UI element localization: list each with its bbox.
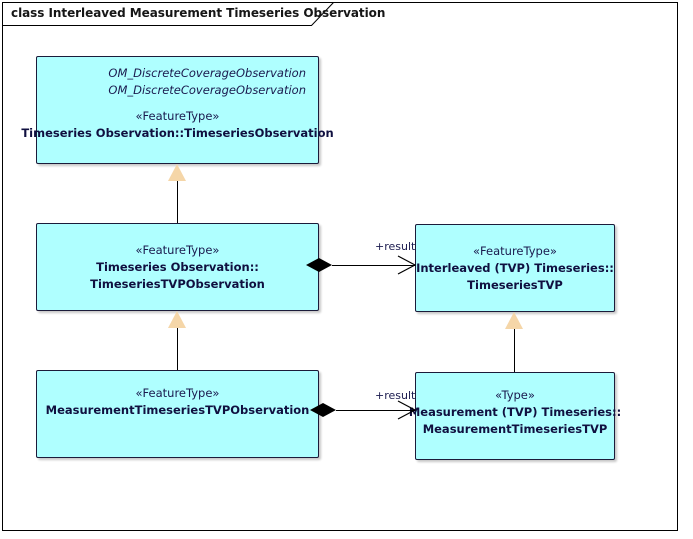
- class-box-measurement-timeseries-tvp[interactable]: «Type» Measurement (TVP) Timeseries:: Me…: [409, 372, 621, 460]
- diagram-frame-top-edge: [330, 2, 678, 3]
- open-arrowhead-icon: [397, 400, 417, 420]
- class-attribute: OM_DiscreteCoverageObservation: [108, 83, 306, 97]
- class-stereotype: «Type»: [495, 388, 535, 402]
- connector-line: [177, 328, 178, 370]
- generalization-arrowhead-icon: [168, 164, 186, 181]
- generalization-arrowhead-icon: [505, 312, 523, 329]
- composition-diamond-icon: [306, 258, 332, 272]
- diagram-title: class Interleaved Measurement Timeseries…: [11, 6, 386, 20]
- class-stereotype: «FeatureType»: [135, 386, 220, 400]
- class-name: MeasurementTimeseriesTVPObservation: [45, 403, 310, 417]
- class-name: Timeseries Observation::TimeseriesObserv…: [21, 126, 334, 140]
- title-tab-shape: [2, 2, 334, 26]
- association-label: +result: [375, 240, 416, 253]
- class-box-measurement-timeseries-tvp-observation[interactable]: «FeatureType» MeasurementTimeseriesTVPOb…: [36, 370, 319, 458]
- class-stereotype: «FeatureType»: [135, 242, 220, 257]
- connector-line: [177, 181, 178, 223]
- class-name-line: MeasurementTimeseriesTVP: [422, 422, 608, 436]
- class-name-line: Measurement (TVP) Timeseries::: [408, 405, 622, 419]
- class-name-line: TimeseriesTVPObservation: [90, 276, 265, 291]
- class-name-line: TimeseriesTVP: [467, 277, 563, 292]
- class-stereotype: «FeatureType»: [135, 109, 220, 123]
- connector-line: [332, 265, 415, 266]
- composition-diamond-icon: [310, 403, 336, 417]
- class-attribute: OM_DiscreteCoverageObservation: [108, 66, 306, 80]
- open-arrowhead-icon: [397, 255, 417, 275]
- connector-line: [514, 329, 515, 372]
- connector-line: [336, 410, 415, 411]
- class-name-line: Timeseries Observation::: [96, 259, 259, 274]
- association-label: +result: [375, 389, 416, 402]
- class-box-timeseries-tvp-observation[interactable]: «FeatureType» Timeseries Observation:: T…: [36, 223, 319, 311]
- diagram-title-tab: class Interleaved Measurement Timeseries…: [2, 2, 385, 26]
- class-stereotype: «FeatureType»: [473, 243, 557, 258]
- class-box-interleaved-timeseries-tvp[interactable]: «FeatureType» Interleaved (TVP) Timeseri…: [415, 224, 615, 312]
- generalization-arrowhead-icon: [168, 311, 186, 328]
- class-name-line: Interleaved (TVP) Timeseries::: [416, 260, 614, 275]
- class-box-timeseries-observation[interactable]: OM_DiscreteCoverageObservation OM_Discre…: [21, 56, 334, 164]
